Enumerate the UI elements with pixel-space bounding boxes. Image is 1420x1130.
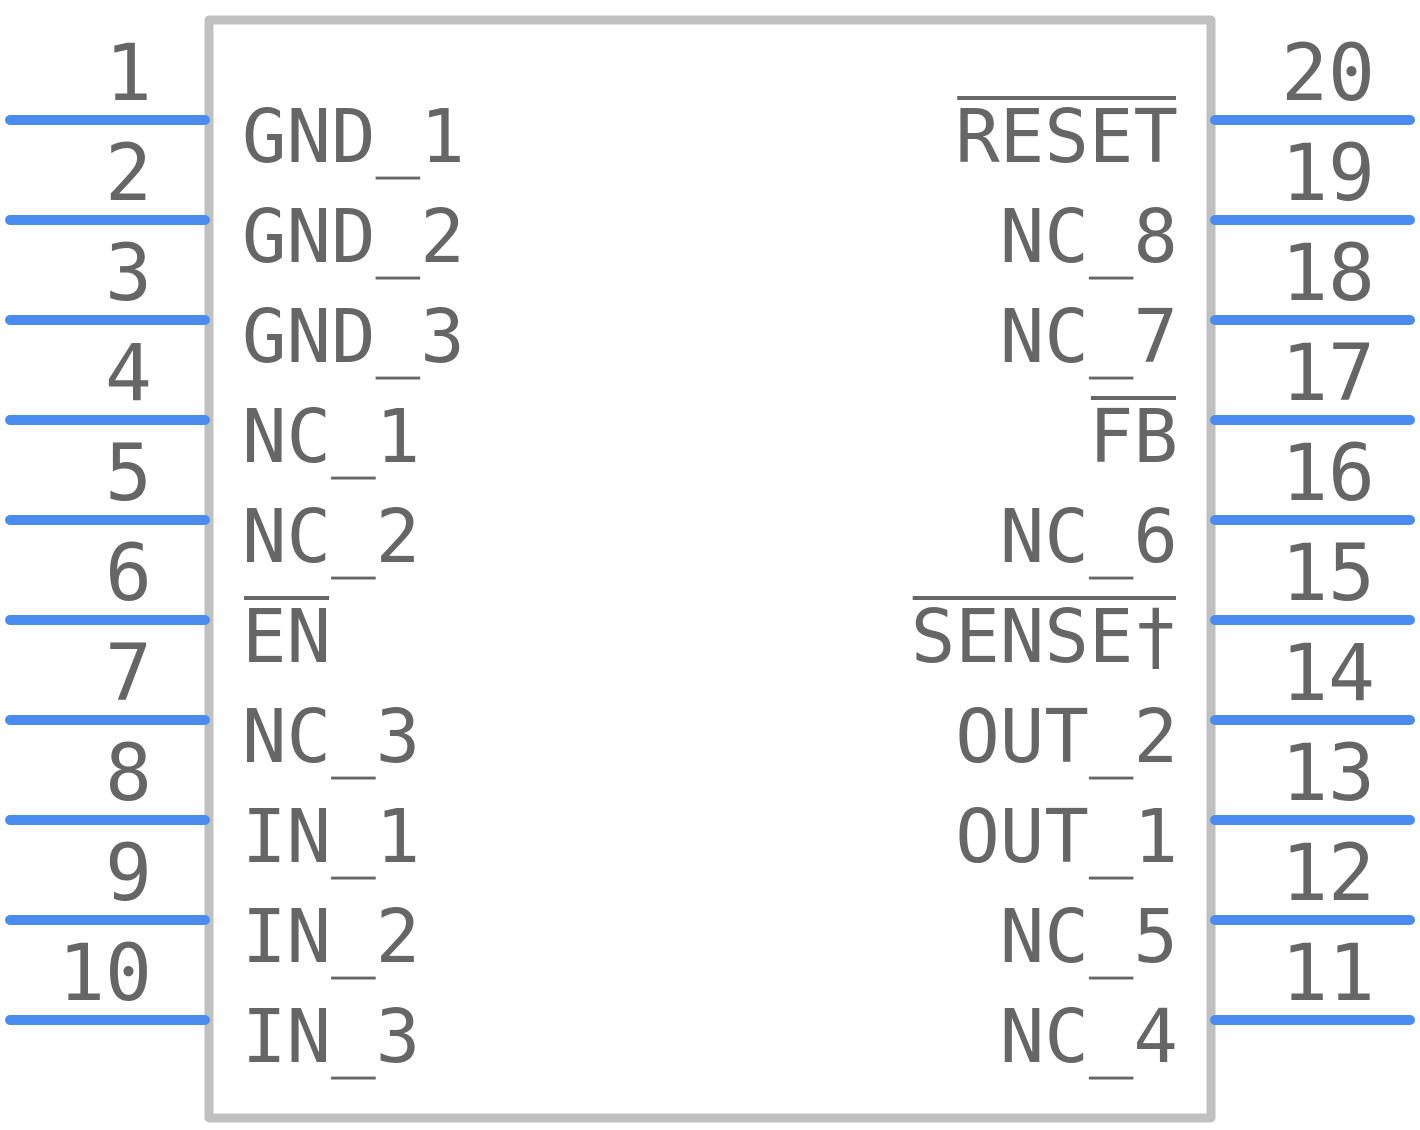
pin-6-label: EN: [242, 594, 331, 680]
pin-6-number: 6: [105, 529, 152, 619]
pin-18-label: NC_7: [1000, 294, 1178, 380]
pin-3-label: GND_3: [242, 294, 465, 380]
pin-5-number: 5: [105, 429, 152, 519]
pin-8-number: 8: [105, 729, 152, 819]
pin-12-label: NC_5: [1000, 894, 1178, 980]
pin-2-number: 2: [105, 129, 152, 219]
pin-10-number: 10: [58, 929, 152, 1019]
pin-11-number: 11: [1281, 929, 1375, 1019]
pin-16-number: 16: [1281, 429, 1375, 519]
pin-12-number: 12: [1281, 829, 1375, 919]
pin-3-number: 3: [105, 229, 152, 319]
pin-19-number: 19: [1281, 129, 1375, 219]
pin-16-label: NC_6: [1000, 494, 1178, 580]
pin-7-label: NC_3: [242, 694, 420, 780]
pin-17-number: 17: [1281, 329, 1375, 419]
pin-9-label: IN_2: [242, 894, 420, 980]
pin-9-number: 9: [105, 829, 152, 919]
pin-13-label: OUT_1: [955, 794, 1178, 880]
pin-15-label: SENSE†: [911, 594, 1178, 680]
pin-13-number: 13: [1281, 729, 1375, 819]
pin-20-number: 20: [1281, 29, 1375, 119]
pin-1-number: 1: [105, 29, 152, 119]
pin-1-label: GND_1: [242, 94, 465, 180]
pin-20-label: RESET: [955, 94, 1178, 180]
pin-8-label: IN_1: [242, 794, 420, 880]
pin-4-number: 4: [105, 329, 152, 419]
pin-7-number: 7: [105, 629, 152, 719]
pin-17-label: FB: [1089, 394, 1178, 480]
pin-2-label: GND_2: [242, 194, 465, 280]
pin-15-number: 15: [1281, 529, 1375, 619]
pin-19-label: NC_8: [1000, 194, 1178, 280]
pin-10-label: IN_3: [242, 994, 420, 1080]
pin-14-label: OUT_2: [955, 694, 1178, 780]
pin-18-number: 18: [1281, 229, 1375, 319]
pin-14-number: 14: [1281, 629, 1375, 719]
ic-body-outline: [204, 15, 1216, 1123]
pin-5-label: NC_2: [242, 494, 420, 580]
pin-4-label: NC_1: [242, 394, 420, 480]
pin-11-label: NC_4: [1000, 994, 1178, 1080]
